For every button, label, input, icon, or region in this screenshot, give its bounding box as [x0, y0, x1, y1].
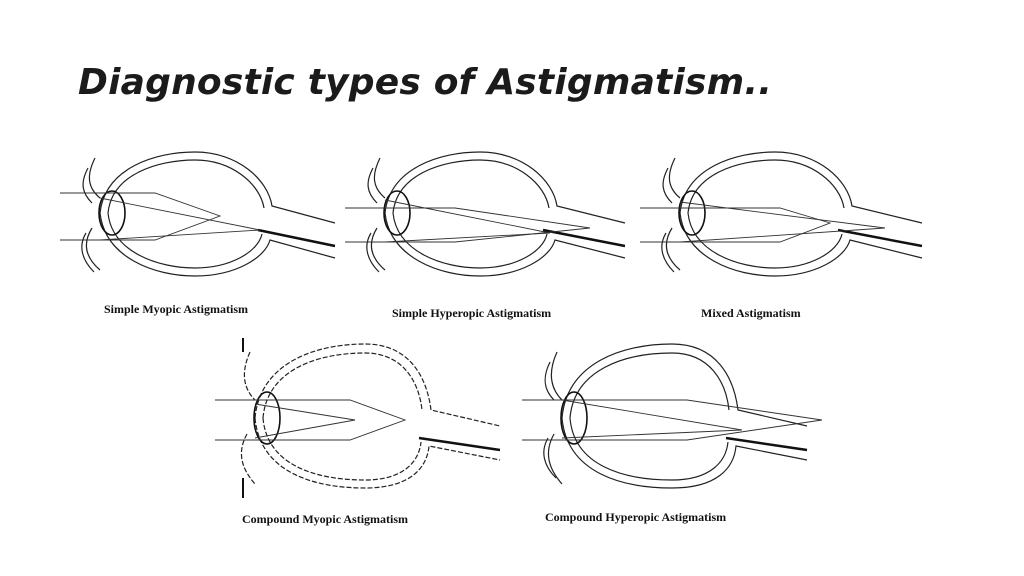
lens — [98, 190, 126, 236]
lens — [678, 190, 706, 236]
lens — [560, 391, 588, 445]
light-rays — [345, 199, 591, 243]
eye-outline — [366, 151, 626, 277]
light-rays — [522, 399, 823, 441]
caption-simple-myopic: Simple Myopic Astigmatism — [104, 302, 248, 316]
light-rays — [215, 399, 407, 441]
diagram-simple-myopic: Simple Myopic Astigmatism — [60, 148, 360, 323]
eye-diagram-svg — [60, 151, 336, 277]
diagram-simple-hyperopic: Simple Hyperopic Astigmatism — [345, 148, 645, 323]
lens — [383, 190, 411, 236]
eye-outline — [543, 343, 808, 489]
light-rays — [60, 192, 261, 241]
diagram-compound-hyperopic: Compound Hyperopic Astigmatism — [522, 338, 823, 533]
light-rays — [640, 201, 886, 243]
eye-diagram-svg — [345, 151, 626, 277]
lens — [253, 391, 281, 445]
eye-diagram-svg — [215, 338, 501, 498]
optic-nerve — [418, 436, 501, 452]
optic-nerve — [725, 436, 808, 452]
caption-simple-hyperopic: Simple Hyperopic Astigmatism — [392, 306, 552, 320]
diagram-compound-myopic: Compound Myopic Astigmatism — [215, 338, 515, 533]
eye-diagram-svg — [522, 343, 823, 489]
caption-compound-hyperopic: Compound Hyperopic Astigmatism — [545, 510, 727, 524]
eye-outline — [240, 343, 501, 489]
eye-outline — [81, 151, 336, 277]
caption-mixed: Mixed Astigmatism — [701, 306, 801, 320]
slide-title: Diagnostic types of Astigmatism.. — [78, 62, 773, 103]
eye-outline — [661, 151, 923, 277]
diagram-mixed: Mixed Astigmatism — [640, 148, 940, 323]
eye-diagram-svg — [640, 151, 923, 277]
caption-compound-myopic: Compound Myopic Astigmatism — [242, 512, 409, 526]
